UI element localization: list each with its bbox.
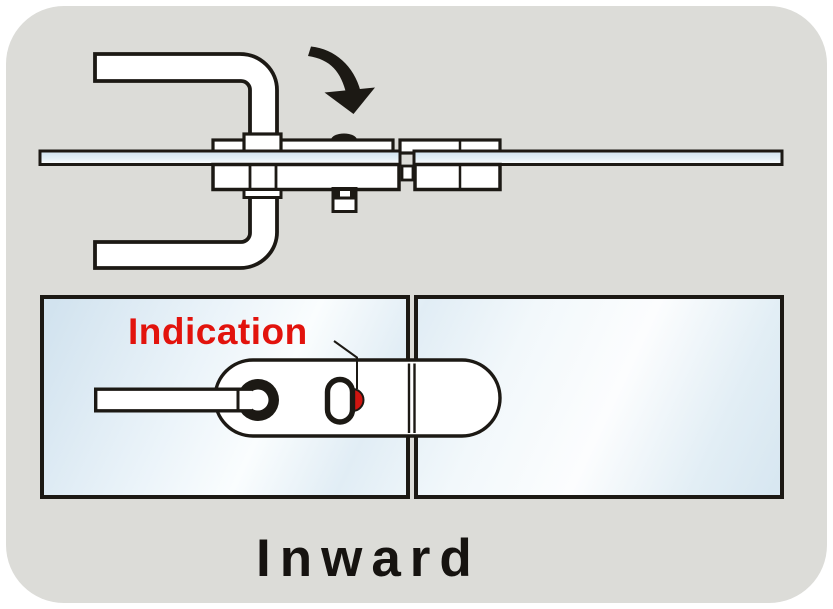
door-panel-left-edge [38, 149, 402, 166]
indicator-window [324, 376, 356, 425]
rotate-down-arrow-icon [308, 46, 375, 114]
door-panel-right-edge [412, 149, 784, 166]
indicator-dome [331, 133, 357, 140]
latch-tongue [400, 164, 415, 182]
handle-lower-arm [93, 194, 279, 270]
handle-upper-arm [93, 52, 279, 139]
indication-leader-line [333, 340, 358, 389]
handle-stem-lower-flange [242, 188, 283, 199]
inward-label: Inward [256, 529, 481, 588]
latch-body [211, 162, 401, 192]
indication-label: Indication [128, 311, 308, 352]
side-view [38, 46, 784, 270]
keeper-body [413, 162, 502, 192]
plan-view: Indication [40, 295, 784, 499]
handle-bar [94, 387, 252, 413]
indicator-pin [331, 187, 358, 213]
